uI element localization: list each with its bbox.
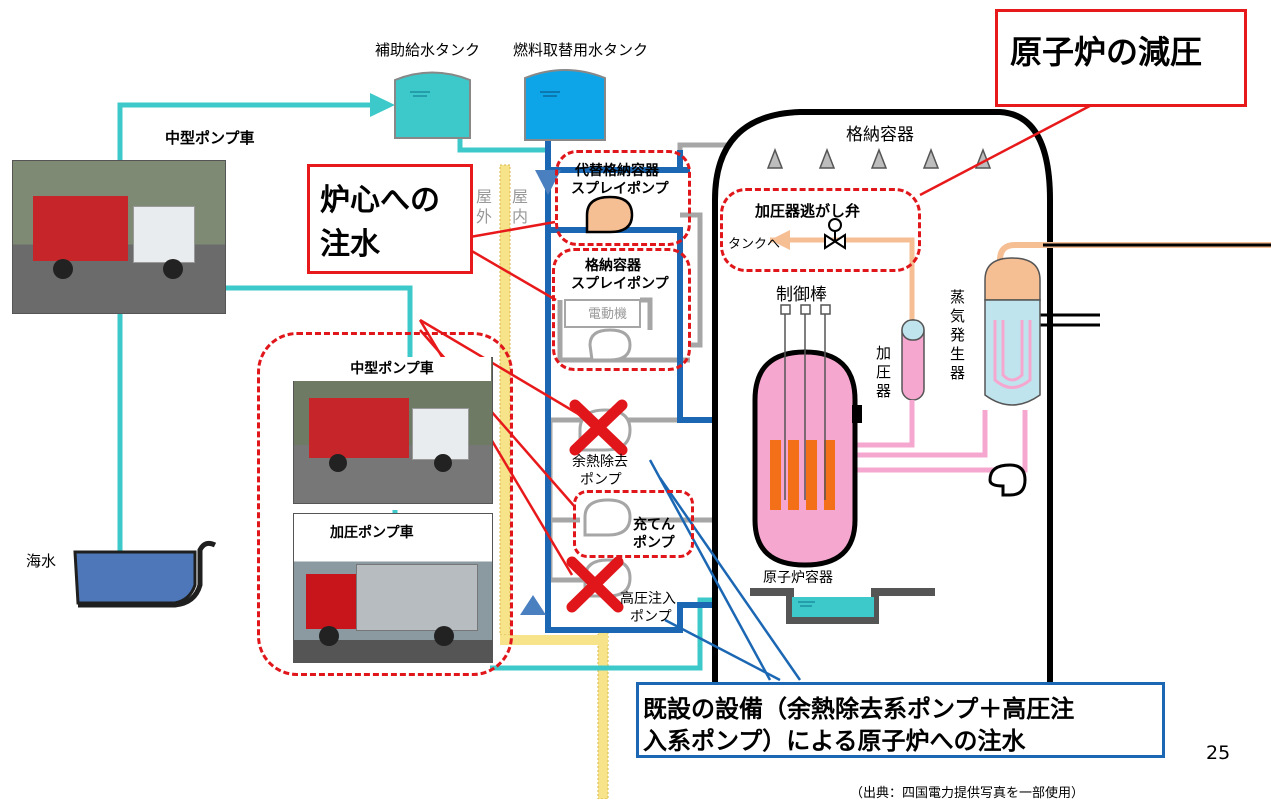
seawater-label: 海水 — [26, 552, 57, 570]
existing-equipment-line-1: 既設の設備（余熱除去系ポンプ＋高圧注 — [643, 695, 1075, 723]
relief-arrow — [770, 230, 790, 250]
blue-arrow-up-left — [520, 595, 546, 615]
hpi-pump-label-1: 高圧注入 — [620, 591, 676, 607]
control-rods — [780, 304, 831, 500]
alt-spray-pump-group — [555, 150, 691, 246]
relief-valve-group — [720, 188, 921, 272]
truck-cab-icon — [133, 206, 195, 263]
spray-pump-label-2: スプレイポンプ — [571, 276, 669, 292]
truck-body-icon — [356, 564, 478, 631]
fuel-water-tank-label: 燃料取替用水タンク — [513, 41, 649, 59]
wheel-icon — [434, 454, 452, 472]
blue-arrow-down — [535, 170, 561, 195]
motor-box — [564, 299, 641, 328]
spray-pump-group — [552, 248, 691, 371]
steam-generator-label: 蒸 気 発 生 器 — [950, 288, 966, 382]
control-rods-label: 制御棒 — [776, 285, 827, 305]
building-wall-lower — [597, 629, 609, 799]
primary-loop — [855, 400, 1028, 473]
alt-spray-pump-symbol — [585, 195, 634, 234]
alt-spray-pump-label-2: スプレイポンプ — [571, 181, 669, 197]
core-injection-callout: 炉心への 注水 — [307, 164, 473, 274]
wheel-icon — [319, 626, 339, 646]
aux-feed-tank — [394, 71, 471, 139]
alt-spray-pump-label-1: 代替格納容器 — [575, 163, 659, 179]
seawater-pool — [73, 540, 217, 608]
hpi-pump-label-2: ポンプ — [630, 609, 672, 625]
wheel-icon — [163, 259, 183, 279]
wheel-icon — [53, 259, 73, 279]
containment-sump — [750, 588, 935, 624]
pressure-truck-label: 加圧ポンプ車 — [330, 525, 414, 541]
steam-generator — [984, 257, 1041, 406]
existing-equipment-callout: 既設の設備（余熱除去系ポンプ＋高圧注 入系ポンプ）による原子炉への注水 — [636, 682, 1165, 758]
existing-leaders — [648, 459, 802, 682]
fuel-water-tank — [524, 69, 606, 141]
wheel-icon — [434, 626, 454, 646]
core-injection-line-1: 炉心への — [320, 183, 440, 218]
relief-valve-symbol — [824, 218, 846, 250]
arrow-to-aux-tank — [370, 93, 395, 117]
relief-valve-label: 加圧器逃がし弁 — [755, 202, 861, 220]
existing-equipment-line-2: 入系ポンプ）による原子炉への注水 — [643, 727, 1026, 755]
truck-cab-icon — [306, 574, 356, 629]
aux-feed-tank-label: 補助給水タンク — [375, 41, 481, 59]
coolant-pump — [988, 463, 1027, 497]
reactor-vessel-label: 原子炉容器 — [763, 570, 833, 586]
containment-label: 格納容器 — [846, 125, 914, 145]
page-number: 25 — [1206, 742, 1231, 764]
source-note: （出典：四国電力提供写真を一部使用） — [850, 786, 1085, 801]
cyan-pipes — [117, 102, 720, 671]
pump-truck-photo-top — [12, 160, 226, 314]
to-tank-label: タンクへ — [728, 237, 781, 252]
wheel-icon — [329, 454, 347, 472]
rhr-pump-label-1: 余熱除去 — [572, 454, 628, 470]
reactor-vessel-shape — [752, 349, 862, 568]
trucks-group — [257, 332, 513, 676]
outdoor-label-2: 外 — [476, 207, 493, 226]
charging-pump-label-2: ポンプ — [633, 535, 675, 551]
truck-top-label: 中型ポンプ車 — [165, 129, 255, 147]
pump-truck-photo-medium — [293, 357, 493, 504]
pressurizer-label: 加 圧 器 — [876, 344, 892, 400]
pressurizer — [901, 319, 925, 401]
indoor-label-1: 屋 — [512, 187, 529, 206]
core-injection-line-2: 注水 — [320, 227, 380, 262]
motor-label: 電動機 — [588, 307, 628, 322]
pressure-pump-truck-photo — [293, 513, 493, 663]
depressurize-text: 原子炉の減圧 — [1010, 33, 1203, 71]
charging-pump-label-1: 充てん — [633, 517, 675, 533]
failed-pump-x-marks — [566, 399, 628, 613]
depressurize-callout: 原子炉の減圧 — [995, 9, 1247, 107]
sg-lines — [997, 242, 1271, 327]
spray-pump-label-1: 格納容器 — [585, 258, 641, 274]
truck-body-icon — [309, 398, 409, 458]
outdoor-label-1: 屋 — [476, 187, 493, 206]
truck-body-icon — [33, 196, 128, 261]
relief-line — [770, 237, 915, 320]
indoor-label-2: 内 — [512, 207, 529, 226]
charging-pump-group — [573, 490, 694, 558]
medium-truck-label: 中型ポンプ車 — [293, 357, 491, 381]
rhr-pump-label-2: ポンプ — [580, 472, 622, 488]
